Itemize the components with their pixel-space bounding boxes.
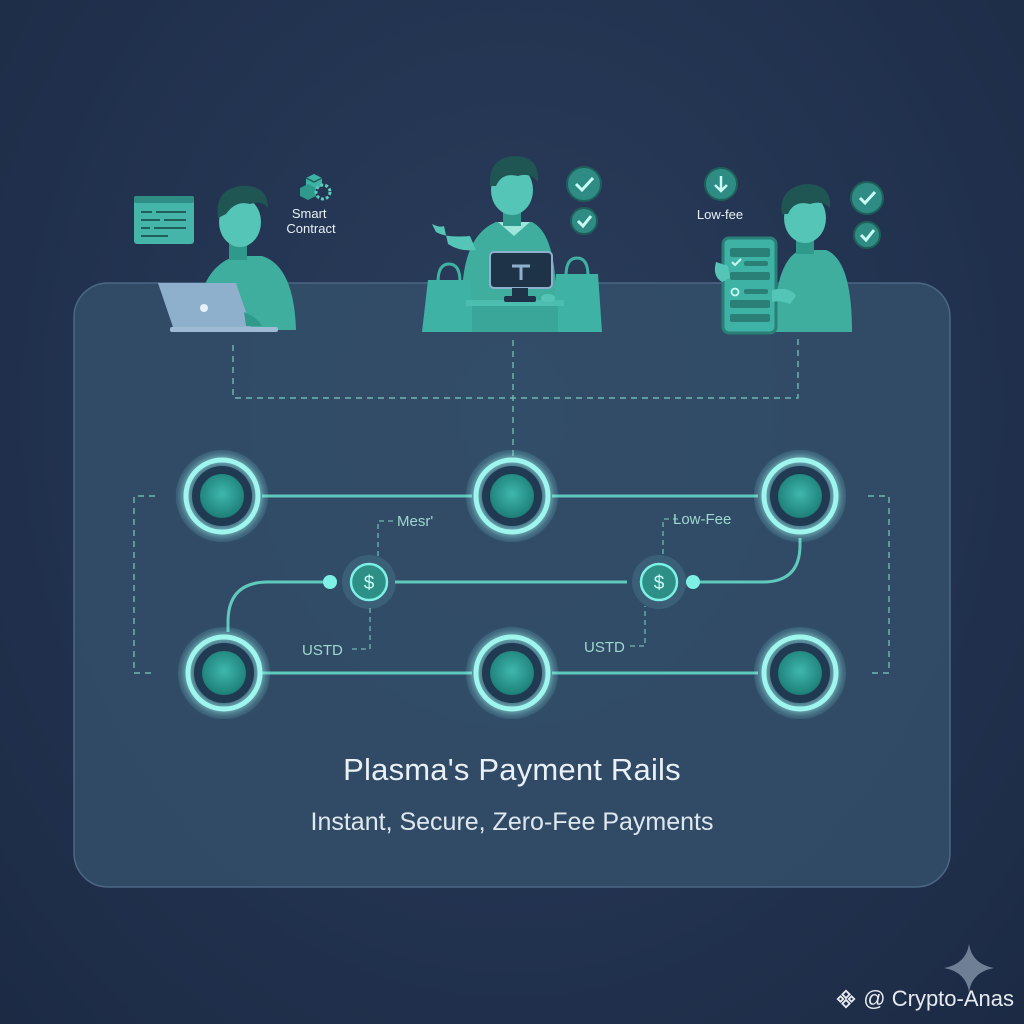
rail-label-bottom-left: USTD xyxy=(302,642,343,659)
shopping-bag-icon xyxy=(552,256,602,332)
low-fee-tag: Low-fee xyxy=(697,207,743,222)
rail-lines xyxy=(226,494,802,675)
laptop-icon xyxy=(158,283,278,332)
phone-app-icon xyxy=(721,236,778,335)
rail-label-top-right: Low-Fee xyxy=(673,511,731,528)
node-bottom-center xyxy=(466,627,558,719)
recipient-figure xyxy=(714,184,852,335)
dollar-coin-icon: $ xyxy=(632,555,686,609)
rail-dot-left xyxy=(323,575,337,589)
code-window-icon xyxy=(134,196,194,244)
node-top-right xyxy=(754,450,846,542)
rail-label-top-left: Mesr' xyxy=(397,513,433,530)
people-connectors xyxy=(232,338,799,460)
shopping-bag-icon xyxy=(422,262,474,332)
checkmark-icon xyxy=(853,221,881,249)
smart-contract-tag-line1: Smart xyxy=(292,206,327,221)
checkmark-icon xyxy=(566,166,602,202)
node-bottom-right xyxy=(754,627,846,719)
dollar-coin-icon: $ xyxy=(342,555,396,609)
label-leaders xyxy=(352,518,678,650)
node-bottom-left xyxy=(178,627,270,719)
sparkle-icon xyxy=(944,944,994,992)
pos-terminal-icon xyxy=(489,251,555,302)
checkmark-icon xyxy=(570,207,598,235)
binance-logo-icon xyxy=(836,989,856,1009)
watermark: @ Crypto-Anas xyxy=(835,986,1014,1012)
smart-contract-tag-line2: Contract xyxy=(286,221,336,236)
diagram-title: Plasma's Payment Rails xyxy=(343,752,681,787)
checkmark-icon xyxy=(850,181,884,215)
svg-text:$: $ xyxy=(364,573,375,594)
node-top-left xyxy=(176,450,268,542)
watermark-handle: @ Crypto-Anas xyxy=(863,986,1014,1011)
merchant-figure xyxy=(422,156,602,332)
diagram-subtitle: Instant, Secure, Zero-Fee Payments xyxy=(310,808,714,836)
rail-label-bottom-right: USTD xyxy=(584,639,625,656)
download-arrow-icon xyxy=(704,167,738,201)
svg-text:$: $ xyxy=(654,573,665,594)
rails-panel xyxy=(73,282,951,888)
smart-contract-cubes-icon xyxy=(300,174,332,201)
smart-contract-tag: Smart Contract xyxy=(286,206,336,236)
developer-figure xyxy=(134,185,296,332)
rail-dot-right xyxy=(686,575,700,589)
node-top-center xyxy=(466,450,558,542)
